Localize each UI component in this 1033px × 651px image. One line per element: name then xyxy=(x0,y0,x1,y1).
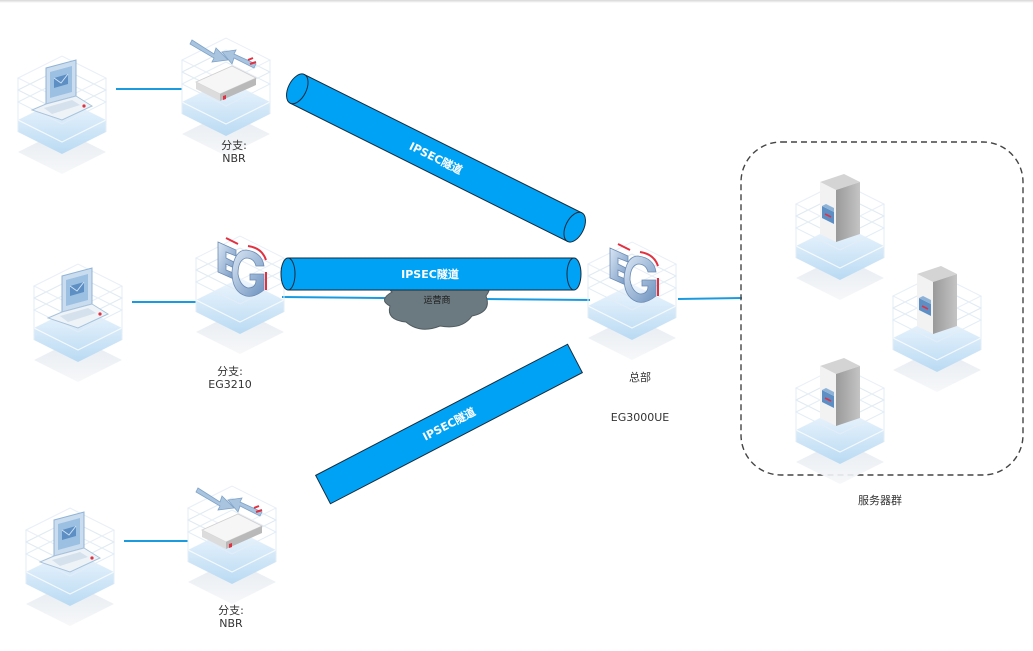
ipsec-tunnel-2: IPSEC隧道 xyxy=(280,257,582,291)
ipsec-tunnel-3: IPSEC隧道 xyxy=(314,343,584,505)
operator-cloud-label: 运营商 xyxy=(423,294,450,306)
server-icon xyxy=(893,266,981,392)
eg-gateway-icon xyxy=(588,242,676,360)
server-icon xyxy=(796,174,884,300)
laptop-icon xyxy=(26,508,114,626)
laptop-icon xyxy=(18,56,106,174)
branch2-label: 分支: EG3210 xyxy=(208,365,252,391)
server-group-label: 服务器群 xyxy=(858,494,902,507)
hq-title-label: 总部 xyxy=(629,371,651,384)
link-hq-servers xyxy=(677,297,743,300)
laptop-icon xyxy=(34,264,122,382)
ipsec-tunnel-1: IPSEC隧道 xyxy=(286,73,586,243)
branch3-label: 分支: NBR xyxy=(218,604,244,630)
hq-model-label: EG3000UE xyxy=(610,411,670,424)
top-edge-shadow xyxy=(0,0,1033,3)
router-nbr-icon xyxy=(188,486,276,604)
server-icon xyxy=(796,358,884,484)
branch1-label: 分支: NBR xyxy=(221,139,247,165)
server-group-box xyxy=(740,141,1024,476)
tunnel-label: IPSEC隧道 xyxy=(401,267,459,281)
eg-gateway-icon xyxy=(196,236,284,354)
